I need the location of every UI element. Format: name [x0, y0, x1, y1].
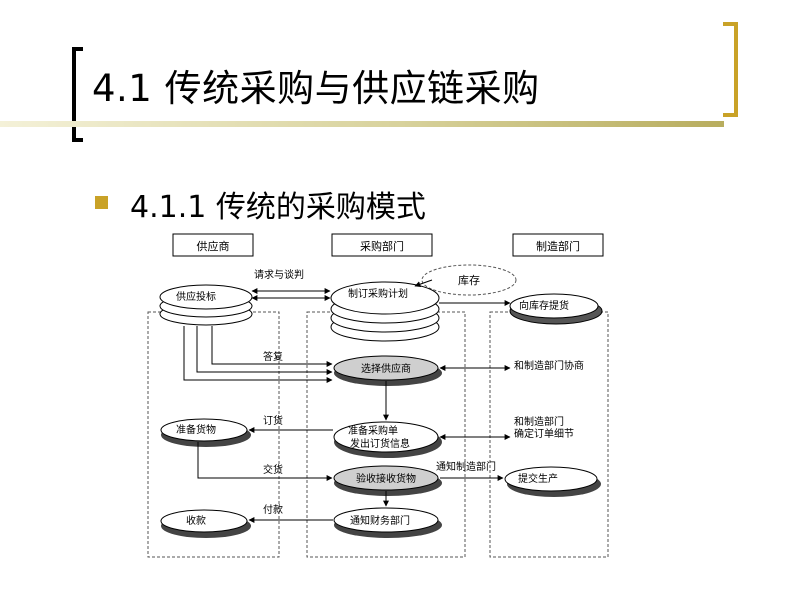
node-payment-received: [160, 509, 248, 533]
label-confirm-1: 和制造部门: [514, 415, 564, 428]
label-order: 订货: [263, 414, 283, 427]
lane-header-manufacturing-label: 制造部门: [536, 239, 580, 253]
node-plan-label: 制订采购计划: [348, 287, 408, 300]
lane-manufacturing: [489, 311, 609, 558]
title-bracket-left: [72, 47, 83, 142]
arrow-bidding-select-1: [183, 326, 333, 383]
node-bidding-label: 供应投标: [176, 290, 216, 303]
node-select-supplier-label: 选择供应商: [361, 362, 411, 375]
node-submit-production: [504, 466, 598, 492]
node-select-supplier: [333, 355, 439, 381]
bullet-square-icon: [95, 196, 108, 209]
arrow-prepare-receive: [197, 442, 333, 481]
node-receive: [333, 465, 439, 491]
node-inventory: [421, 264, 517, 296]
label-reply: 答复: [263, 350, 283, 363]
node-request-stock: [509, 293, 599, 319]
node-payment-received-label: 收款: [186, 514, 206, 527]
arrow-bidding-select-2: [196, 326, 333, 375]
node-receive-label: 验收接收货物: [356, 472, 416, 485]
arrow-inventory-plan: [414, 279, 433, 288]
node-inventory-label: 库存: [458, 273, 480, 287]
label-request-negotiation: 请求与谈判: [254, 268, 304, 281]
lane-header-supplier-label: 供应商: [197, 239, 230, 253]
node-request-stock-label: 向库存提货: [519, 299, 569, 312]
label-consult-manufacturing: 和制造部门协商: [514, 359, 584, 372]
node-order-label-1: 准备采购单: [348, 424, 398, 437]
node-submit-production-label: 提交生产: [518, 472, 558, 485]
label-delivery: 交货: [263, 463, 283, 476]
arrow-bidding-select-3: [211, 326, 333, 367]
node-prepare-goods-label: 准备货物: [176, 423, 216, 436]
label-confirm-2: 确定订单细节: [514, 427, 574, 440]
node-notify-finance: [333, 507, 439, 533]
label-payment: 付款: [263, 503, 283, 516]
slide-subtitle: 4.1.1 传统的采购模式: [130, 190, 426, 225]
label-notify-manufacturing: 通知制造部门: [436, 460, 496, 473]
title-underline: [0, 121, 724, 127]
node-plan: [330, 281, 440, 315]
lane-header-purchasing-label: 采购部门: [360, 239, 404, 253]
lane-header-manufacturing: [512, 233, 604, 257]
lane-header-purchasing: [331, 233, 433, 257]
node-order: [333, 421, 439, 453]
slide-title: 4.1 传统采购与供应链采购: [92, 67, 540, 110]
node-order-label-2: 发出订货信息: [350, 437, 410, 450]
lane-header-supplier: [172, 233, 254, 257]
title-bracket-right: [723, 22, 738, 117]
node-prepare-goods: [160, 418, 248, 442]
node-notify-finance-label: 通知财务部门: [350, 514, 410, 527]
